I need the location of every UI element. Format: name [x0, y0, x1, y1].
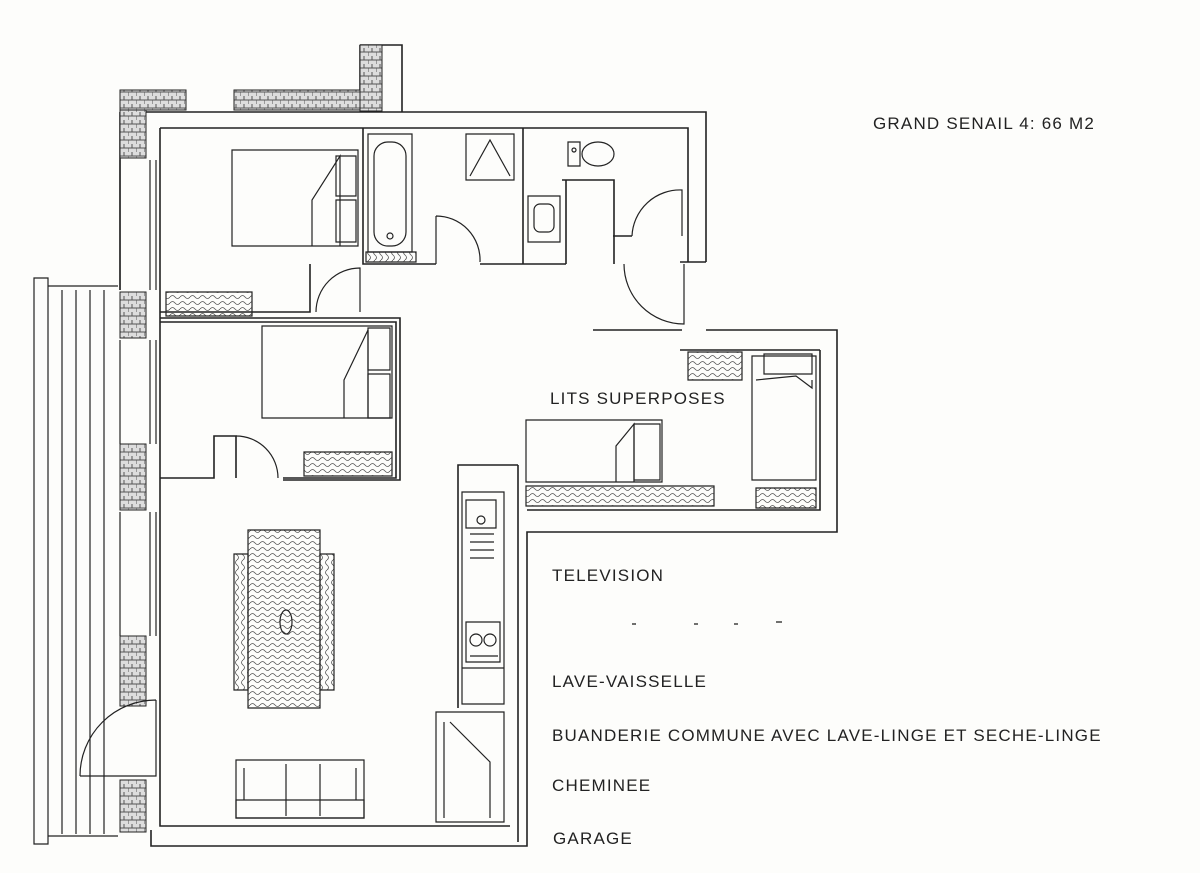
bathroom-door — [436, 216, 480, 264]
brick-wall-top-left — [120, 90, 186, 110]
label-television: TELEVISION — [552, 566, 665, 585]
bunk-bed-1 — [526, 420, 714, 506]
dining-table — [234, 530, 334, 708]
outer-wall — [120, 112, 837, 846]
bedroom-1-wall — [160, 128, 632, 480]
toilet — [568, 142, 614, 166]
bathtub — [366, 134, 416, 262]
label-garage: GARAGE — [553, 829, 633, 848]
wc-door — [632, 190, 682, 236]
brick-wall-top — [234, 90, 364, 110]
stair-cupboard — [436, 712, 504, 822]
label-fireplace: CHEMINEE — [552, 776, 652, 795]
brick-pier-1 — [120, 110, 146, 158]
bedroom-1-door — [316, 268, 360, 312]
label-dishwasher: LAVE-VAISSELLE — [552, 672, 708, 691]
kitchen-counter — [462, 492, 504, 704]
window-facade — [120, 160, 156, 636]
brick-pier-4 — [120, 636, 146, 706]
entrance-door — [624, 264, 684, 324]
brick-pier-2 — [120, 292, 146, 338]
brick-pier-3 — [120, 444, 146, 510]
shower — [466, 134, 514, 180]
bunk-room-wall — [527, 330, 820, 510]
plan-title: GRAND SENAIL 4: 66 M2 — [873, 114, 1096, 133]
balcony — [34, 278, 118, 844]
brick-pier-5 — [120, 780, 146, 832]
washbasin — [528, 196, 560, 242]
bedroom-2-door — [236, 436, 278, 478]
inner-wall-line — [160, 128, 688, 842]
label-bunk-beds: LITS SUPERPOSES — [550, 389, 726, 408]
bed-1 — [166, 150, 358, 316]
balcony-door — [80, 700, 156, 776]
tv-marks — [632, 622, 782, 624]
bunk-bed-2 — [688, 352, 816, 508]
bed-2 — [262, 326, 392, 476]
sofa — [236, 760, 364, 818]
label-laundry: BUANDERIE COMMUNE AVEC LAVE-LINGE ET SEC… — [552, 726, 1102, 745]
brick-chimney — [360, 45, 382, 111]
